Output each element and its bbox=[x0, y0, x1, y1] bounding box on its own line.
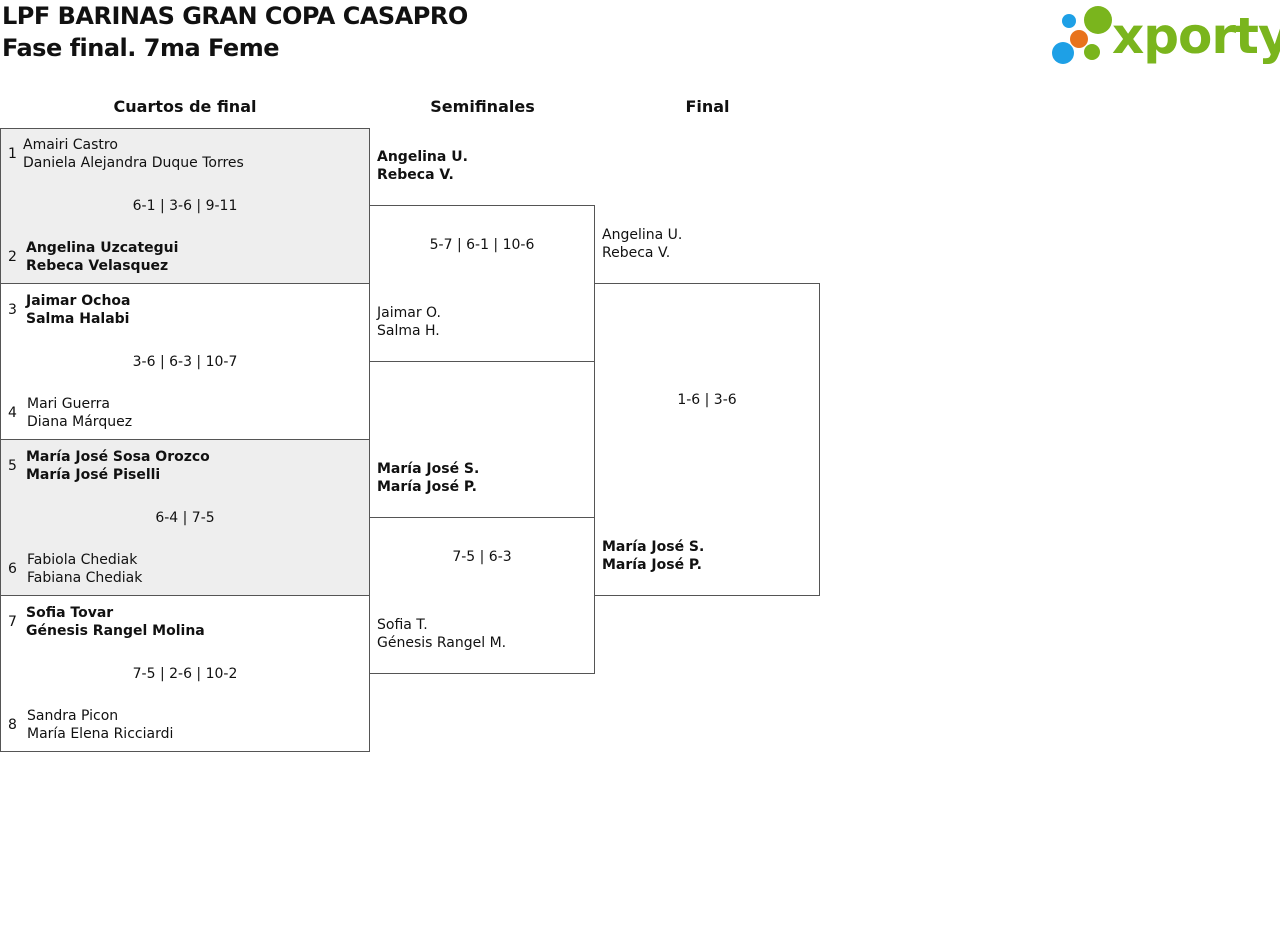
player-name: Salma Halabi bbox=[26, 311, 130, 327]
logo-dot-blue bbox=[1062, 14, 1076, 28]
team-bottom: Mari Guerra Diana Márquez bbox=[27, 395, 132, 431]
logo-dot-blue-large bbox=[1052, 42, 1074, 64]
player-name: Angelina Uzcategui bbox=[26, 240, 179, 256]
player-name: Amairi Castro bbox=[23, 137, 118, 153]
seed-number: 1 bbox=[8, 146, 17, 162]
quarterfinal-match-3[interactable]: 5 María José Sosa Orozco María José Pise… bbox=[0, 439, 370, 596]
team-bottom: Jaimar O. Salma H. bbox=[377, 304, 441, 340]
seed-number: 4 bbox=[8, 405, 17, 421]
player-name: Jaimar O. bbox=[377, 305, 441, 321]
player-name: Sandra Picon bbox=[27, 708, 119, 724]
player-name: María Elena Ricciardi bbox=[27, 726, 174, 742]
semifinal-match-1[interactable]: 5-7 | 6-1 | 10-6 Jaimar O. Salma H. bbox=[369, 205, 595, 362]
round-header-final: Final bbox=[685, 97, 730, 116]
match-score: 5-7 | 6-1 | 10-6 bbox=[429, 237, 535, 253]
player-name: Daniela Alejandra Duque Torres bbox=[23, 155, 244, 171]
quarterfinal-match-1[interactable]: 1 Amairi Castro Daniela Alejandra Duque … bbox=[0, 128, 370, 284]
player-name: Fabiana Chediak bbox=[27, 570, 143, 586]
team-bottom: Fabiola Chediak Fabiana Chediak bbox=[27, 551, 142, 587]
semifinal-1-team-top-winner: Angelina U. Rebeca V. bbox=[377, 148, 468, 184]
seed-number: 3 bbox=[8, 302, 17, 318]
seed-number: 6 bbox=[8, 561, 17, 577]
player-name: Rebeca V. bbox=[377, 167, 454, 183]
team-top-winner: Jaimar Ochoa Salma Halabi bbox=[26, 292, 131, 328]
final-team-top: Angelina U. Rebeca V. bbox=[602, 226, 682, 262]
team-top: Amairi Castro Daniela Alejandra Duque To… bbox=[23, 136, 244, 172]
team-bottom: Sofia T. Génesis Rangel M. bbox=[377, 616, 506, 652]
team-bottom-winner: Angelina Uzcategui Rebeca Velasquez bbox=[26, 239, 178, 275]
final-match[interactable]: 1-6 | 3-6 María José S. María José P. bbox=[594, 283, 820, 596]
match-score: 7-5 | 2-6 | 10-2 bbox=[132, 666, 238, 682]
semifinal-2-team-top-winner: María José S. María José P. bbox=[377, 460, 479, 496]
quarterfinal-match-4[interactable]: 7 Sofia Tovar Génesis Rangel Molina 7-5 … bbox=[0, 595, 370, 752]
quarterfinal-match-2[interactable]: 3 Jaimar Ochoa Salma Halabi 3-6 | 6-3 | … bbox=[0, 283, 370, 440]
player-name: María José S. bbox=[602, 539, 705, 555]
player-name: Angelina U. bbox=[602, 227, 683, 243]
match-score: 6-4 | 7-5 bbox=[155, 510, 215, 526]
logo-wordmark: xporty bbox=[1112, 7, 1280, 65]
match-score: 1-6 | 3-6 bbox=[677, 392, 737, 408]
player-name: María José P. bbox=[377, 479, 477, 495]
xporty-logo[interactable]: xporty bbox=[1050, 4, 1280, 68]
seed-number: 8 bbox=[8, 717, 17, 733]
player-name: Sofia T. bbox=[377, 617, 428, 633]
player-name: María José Piselli bbox=[26, 467, 161, 483]
team-bottom-winner: María José S. María José P. bbox=[602, 538, 704, 574]
logo-dot-orange bbox=[1070, 30, 1088, 48]
match-score: 6-1 | 3-6 | 9-11 bbox=[132, 198, 238, 214]
page-subtitle: Fase final. 7ma Feme bbox=[2, 34, 280, 62]
logo-dot-green-small bbox=[1084, 44, 1100, 60]
logo-dot-green bbox=[1084, 6, 1112, 34]
player-name: Angelina U. bbox=[377, 149, 468, 165]
seed-number: 7 bbox=[8, 614, 17, 630]
player-name: Fabiola Chediak bbox=[27, 552, 138, 568]
team-bottom: Sandra Picon María Elena Ricciardi bbox=[27, 707, 173, 743]
player-name: Mari Guerra bbox=[27, 396, 110, 412]
player-name: Sofia Tovar bbox=[26, 605, 114, 621]
match-score: 3-6 | 6-3 | 10-7 bbox=[132, 354, 238, 370]
player-name: María José P. bbox=[602, 557, 702, 573]
semifinal-match-2[interactable]: 7-5 | 6-3 Sofia T. Génesis Rangel M. bbox=[369, 517, 595, 674]
seed-number: 2 bbox=[8, 249, 17, 265]
round-header-quarterfinals: Cuartos de final bbox=[113, 97, 257, 116]
player-name: Salma H. bbox=[377, 323, 440, 339]
team-top-winner: María José Sosa Orozco María José Pisell… bbox=[26, 448, 210, 484]
team-top-winner: Sofia Tovar Génesis Rangel Molina bbox=[26, 604, 205, 640]
player-name: Rebeca V. bbox=[602, 245, 671, 261]
player-name: Génesis Rangel Molina bbox=[26, 623, 205, 639]
player-name: Génesis Rangel M. bbox=[377, 635, 507, 651]
player-name: María José Sosa Orozco bbox=[26, 449, 210, 465]
player-name: Diana Márquez bbox=[27, 414, 133, 430]
player-name: Jaimar Ochoa bbox=[26, 293, 131, 309]
player-name: María José S. bbox=[377, 461, 480, 477]
round-header-semifinals: Semifinales bbox=[430, 97, 535, 116]
seed-number: 5 bbox=[8, 458, 17, 474]
match-score: 7-5 | 6-3 bbox=[452, 549, 512, 565]
page-title: LPF BARINAS GRAN COPA CASAPRO bbox=[2, 2, 468, 30]
player-name: Rebeca Velasquez bbox=[26, 258, 169, 274]
